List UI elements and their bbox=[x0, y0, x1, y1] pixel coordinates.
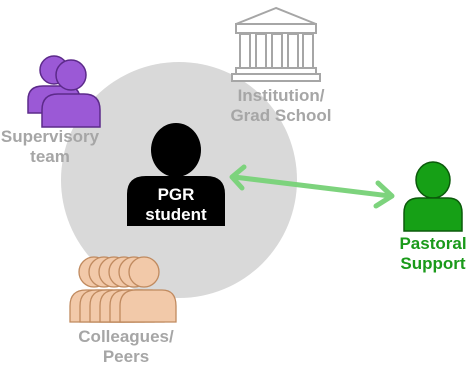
institution-label-line2: Grad School bbox=[230, 106, 332, 125]
people-group-icon bbox=[69, 256, 177, 323]
people-pair-icon bbox=[27, 55, 101, 128]
pgr-label: PGR student bbox=[131, 185, 221, 225]
pastoral-label-line1: Pastoral bbox=[399, 234, 467, 253]
colleagues-label-line1: Colleagues/ bbox=[78, 327, 174, 346]
pgr-label-line1: PGR bbox=[157, 185, 195, 204]
supervisory-label: Supervisory team bbox=[0, 127, 100, 167]
double-arrow-connector bbox=[229, 164, 395, 209]
supervisory-label-line2: team bbox=[30, 147, 70, 166]
person-icon bbox=[127, 123, 225, 226]
supervisory-label-line1: Supervisory bbox=[0, 127, 100, 146]
colleagues-label-line2: Peers bbox=[102, 347, 150, 366]
institution-label: Institution/ Grad School bbox=[222, 86, 340, 126]
colleagues-label: Colleagues/ Peers bbox=[64, 327, 188, 367]
pastoral-label: Pastoral Support bbox=[388, 234, 473, 274]
pastoral-person-icon bbox=[403, 161, 463, 232]
pgr-label-line2: student bbox=[145, 205, 207, 224]
pastoral-label-line2: Support bbox=[400, 254, 466, 273]
building-icon bbox=[231, 6, 321, 82]
institution-label-line1: Institution/ bbox=[237, 86, 325, 105]
